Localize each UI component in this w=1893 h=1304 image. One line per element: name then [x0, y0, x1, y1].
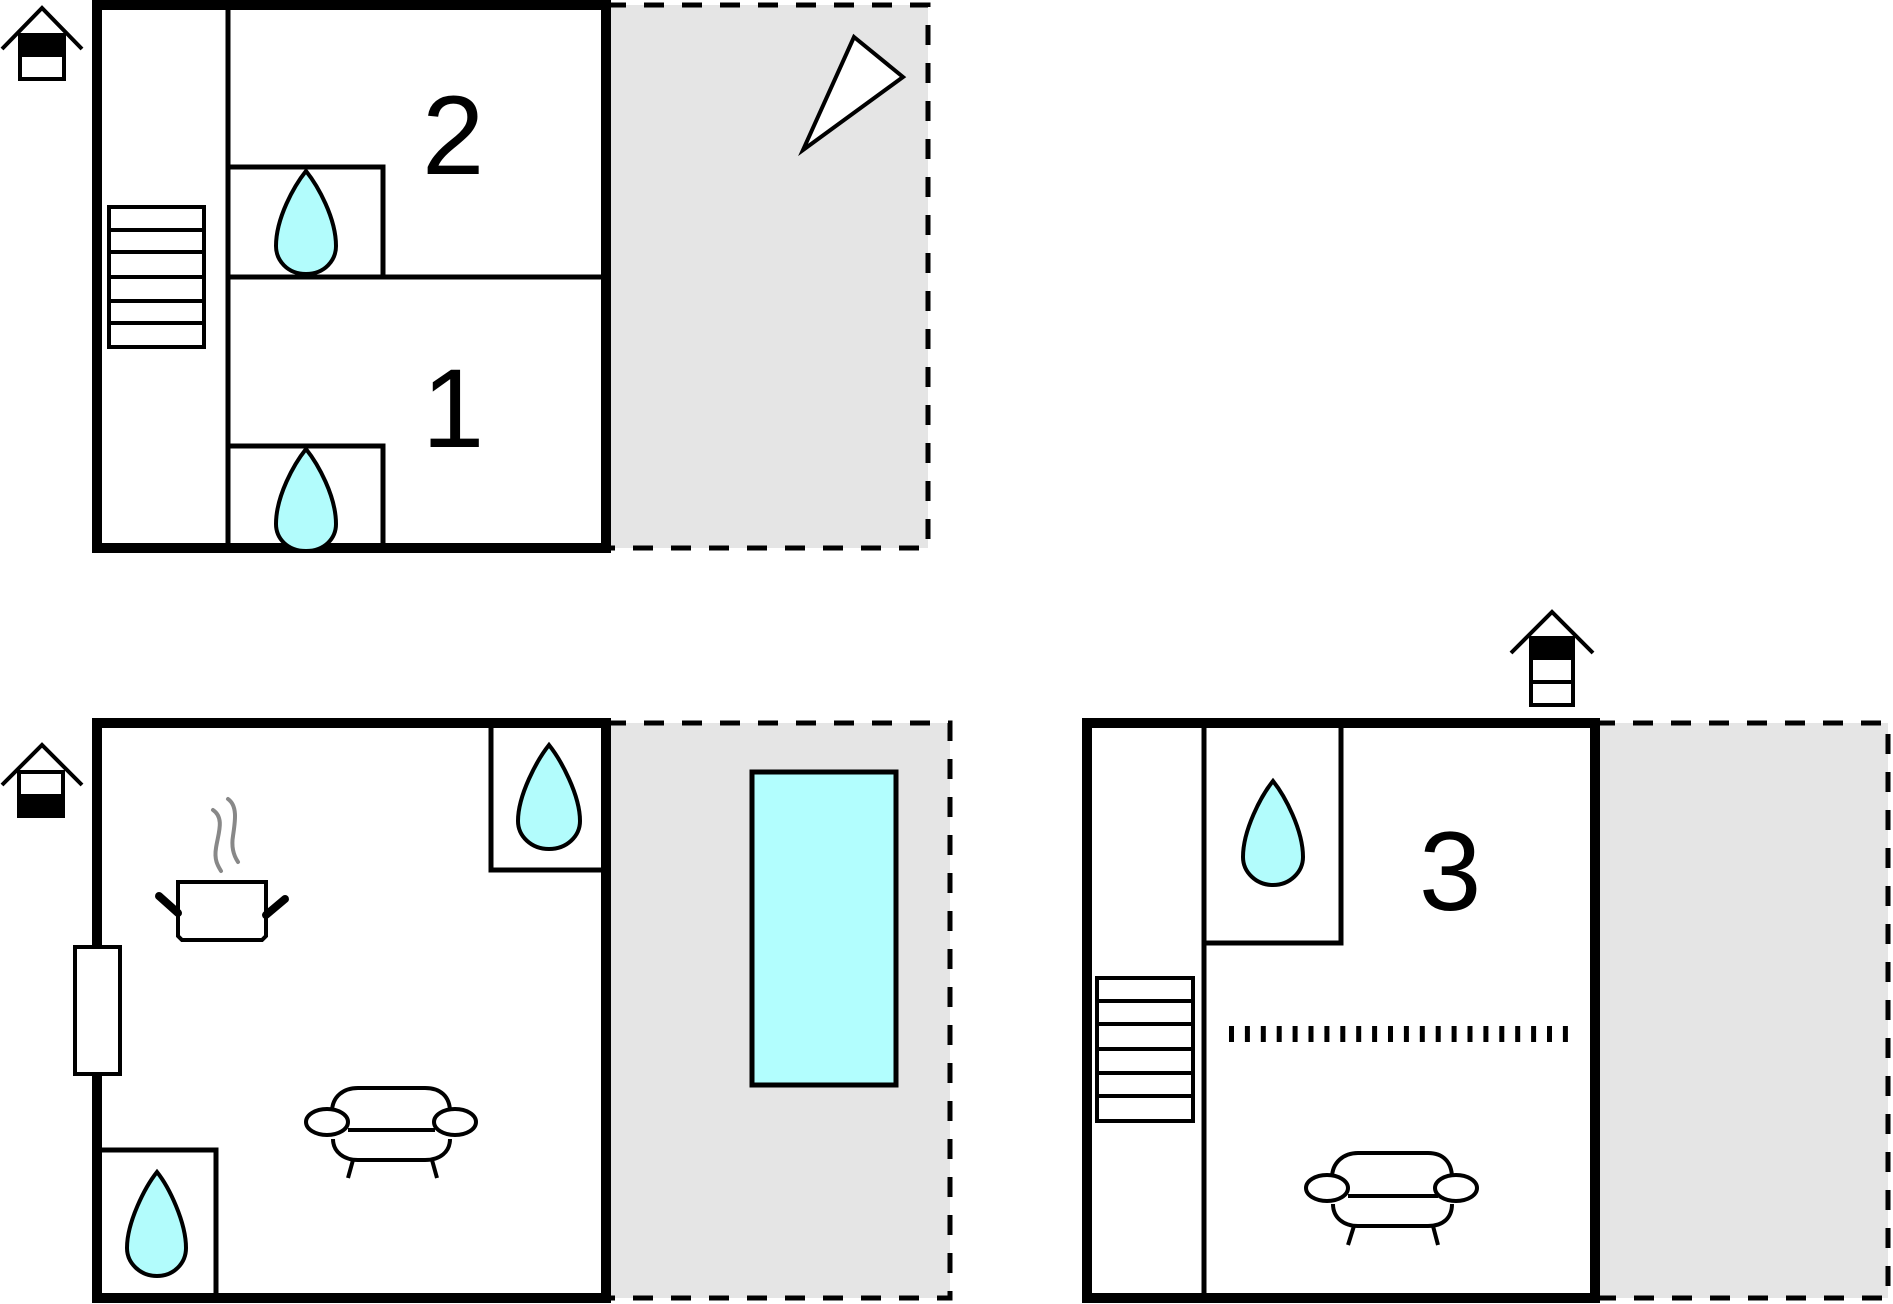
- house-level-icon: [1509, 609, 1595, 707]
- water-drop-icon: [515, 741, 583, 852]
- room-label-1: 1: [422, 346, 485, 471]
- room-label-3: 3: [1419, 809, 1482, 934]
- terrace-top: [1592, 720, 1891, 1301]
- bathroom-ground-right: [488, 720, 609, 873]
- house-level-icon: [0, 5, 84, 81]
- sofa-icon: [304, 1086, 478, 1179]
- sofa-icon: [1304, 1151, 1479, 1246]
- house-level-icon: [0, 742, 84, 818]
- ground-floor: [0, 718, 953, 1303]
- top-floor: [1082, 609, 1891, 1303]
- water-drop-icon: [124, 1168, 189, 1279]
- bathroom-ground-left: [94, 1147, 219, 1301]
- upper-floor: [0, 0, 931, 554]
- entrance-door: [73, 945, 122, 1076]
- bathroom-room-3: [1201, 720, 1344, 946]
- bathroom-room-2: [225, 164, 386, 280]
- kitchen-pot-icon: [155, 797, 289, 942]
- water-drop-icon: [273, 445, 339, 554]
- staircase-icon: [107, 205, 206, 349]
- water-drop-icon: [1240, 777, 1306, 888]
- compass-triangle-icon: [798, 33, 907, 157]
- water-drop-icon: [273, 167, 339, 277]
- staircase-icon: [1095, 976, 1195, 1123]
- room-label-2: 2: [422, 73, 485, 198]
- swimming-pool: [749, 769, 899, 1088]
